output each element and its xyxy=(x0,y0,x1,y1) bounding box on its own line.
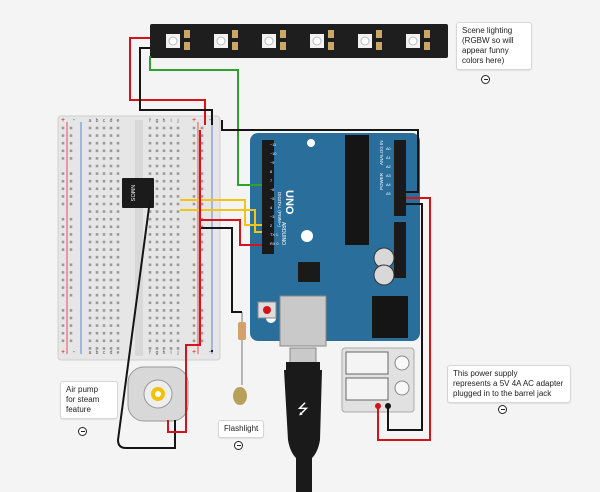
note-line: (RGBW so will xyxy=(462,36,514,45)
note-line: feature xyxy=(66,405,91,414)
led-pixel xyxy=(358,30,382,50)
led-pixel xyxy=(406,30,430,50)
usb-cable: ⭍ xyxy=(284,347,322,492)
breadboard-column-label: f xyxy=(149,350,151,356)
breadboard-rail-label: + xyxy=(192,349,196,356)
digital-pin-label: ~6 xyxy=(270,188,274,192)
led-pixel xyxy=(262,30,286,50)
breadboard-column-label: d xyxy=(110,118,113,124)
breadboard-rail-label: + xyxy=(61,117,65,124)
breadboard-column-label: g xyxy=(156,118,159,124)
breadboard-column-label: d xyxy=(110,350,113,356)
led-strip[interactable] xyxy=(150,24,448,58)
note-line: Flashlight xyxy=(224,424,259,433)
analog-header-label: ANALOG IN xyxy=(379,140,384,165)
breadboard-column-label: e xyxy=(117,350,120,356)
breadboard-column-label: b xyxy=(96,350,99,356)
note-line: Scene lighting xyxy=(462,26,513,35)
air-pump[interactable] xyxy=(127,366,189,422)
analog-pin-label: A2 xyxy=(386,165,391,169)
collapse-note-power-supply-button[interactable] xyxy=(498,405,507,414)
led-pixel xyxy=(166,30,190,50)
breadboard-column-label: i xyxy=(170,350,171,356)
note-line: for steam xyxy=(66,395,100,404)
digital-pin-label: ~10 xyxy=(270,152,276,156)
breadboard-column-label: c xyxy=(103,350,106,356)
usb-icon: ⭍ xyxy=(297,402,309,418)
note-scene-lighting: Scene lighting (RGBW so will appear funn… xyxy=(456,22,532,70)
power-supply[interactable] xyxy=(341,347,415,413)
board-brand: UNO xyxy=(283,190,295,215)
chip-label: NMOS xyxy=(129,185,135,202)
note-line: appear funny xyxy=(462,46,509,55)
note-flashlight: Flashlight xyxy=(218,420,265,438)
breadboard-rail-label: - xyxy=(209,349,212,356)
digital-pin-label: ~9 xyxy=(270,161,274,165)
breadboard-column-label: i xyxy=(170,118,171,124)
breadboard-column-label: f xyxy=(149,118,151,124)
power-header-label: POWER xyxy=(379,172,384,190)
led-pixel xyxy=(214,30,238,50)
nmos-transistor[interactable]: NMOS xyxy=(122,178,154,208)
digital-pin-label: 7 xyxy=(270,179,272,183)
breadboard-rail-label: + xyxy=(61,349,65,356)
led-pixel xyxy=(310,30,334,50)
flashlight-led[interactable] xyxy=(233,312,247,405)
note-line: plugged in to the barrel jack xyxy=(453,389,552,398)
analog-pin-label: A4 xyxy=(386,183,391,187)
digital-header-label: DIGITAL (PWM~) xyxy=(277,192,282,227)
note-line: represents a 5V 4A AC adapter xyxy=(453,379,564,388)
breadboard-rail-label: - xyxy=(209,117,212,124)
digital-pin-label: 4 xyxy=(270,206,272,210)
analog-pin-label: A0 xyxy=(386,147,391,151)
arduino-uno-board[interactable]: UNO ARDUINO DIGITAL (PWM~) POWER ANALOG … xyxy=(250,133,420,347)
collapse-note-air-pump-button[interactable] xyxy=(78,427,87,436)
breadboard-column-label: h xyxy=(163,118,166,124)
note-line: Air pump xyxy=(66,385,99,394)
breadboard-column-label: b xyxy=(96,118,99,124)
breadboard-column-label: c xyxy=(103,118,106,124)
wires xyxy=(116,37,431,449)
note-air-pump: Air pump for steam feature xyxy=(60,381,118,419)
analog-pin-label: A1 xyxy=(386,156,391,160)
breadboard-column-label: a xyxy=(89,350,92,356)
digital-pin-label: ~5 xyxy=(270,197,274,201)
digital-pin-label: 2 xyxy=(270,224,272,228)
breadboard-column-label: j xyxy=(176,118,178,124)
breadboard-rail-label: - xyxy=(73,117,76,124)
breadboard-rail-label: + xyxy=(192,117,196,124)
collapse-note-flashlight-button[interactable] xyxy=(234,441,243,450)
digital-pin-label: ~3 xyxy=(270,215,274,219)
breadboard-column-label: g xyxy=(156,350,159,356)
digital-pin-label: 8 xyxy=(270,170,272,174)
digital-pin-label: TX 1 xyxy=(270,233,278,237)
digital-pin-label: RX 0 xyxy=(270,242,278,246)
note-power-supply: This power supply represents a 5V 4A AC … xyxy=(447,365,571,403)
breadboard-column-label: e xyxy=(117,118,120,124)
breadboard-column-label: a xyxy=(89,118,92,124)
board-maker: ARDUINO xyxy=(280,222,286,245)
breadboard-column-label: j xyxy=(176,350,178,356)
analog-pin-label: A3 xyxy=(386,174,391,178)
breadboard-rail-label: - xyxy=(73,349,76,356)
analog-pin-label: A5 xyxy=(386,192,391,196)
breadboard-column-label: h xyxy=(163,350,166,356)
note-line: colors here) xyxy=(462,56,505,65)
note-line: This power supply xyxy=(453,369,518,378)
digital-pin-label: ~11 xyxy=(270,143,276,147)
collapse-note-scene-lighting-button[interactable] xyxy=(481,75,490,84)
